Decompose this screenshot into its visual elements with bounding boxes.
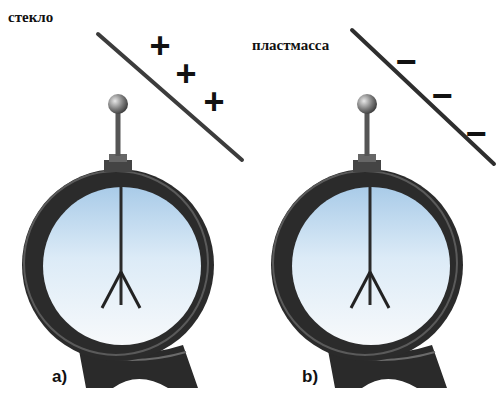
material-label: пластмасса xyxy=(252,38,329,53)
charge-sign: + xyxy=(175,56,196,92)
electroscope xyxy=(22,94,214,388)
charge-sign: − xyxy=(395,44,416,80)
electroscope xyxy=(271,94,463,388)
panel-label: a) xyxy=(52,368,67,385)
charge-sign: + xyxy=(149,28,170,64)
charge-sign: − xyxy=(465,116,486,152)
plastic-rod xyxy=(352,30,494,164)
panel-label: b) xyxy=(302,368,318,385)
charge-sign: + xyxy=(203,84,224,120)
material-label: стекло xyxy=(8,10,53,25)
charge-sign: − xyxy=(431,78,452,114)
